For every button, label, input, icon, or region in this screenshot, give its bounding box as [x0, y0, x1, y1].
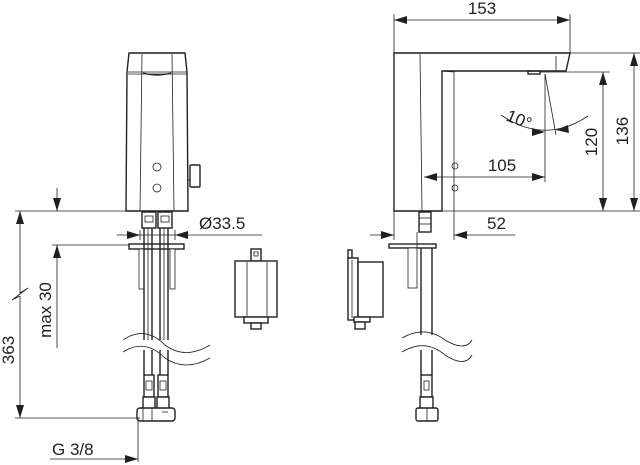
dimension-total-height-side: 136 — [442, 52, 640, 212]
total-height-label: 363 — [0, 336, 18, 364]
reach-label: 105 — [488, 156, 516, 175]
sensor-dot-icon — [152, 183, 162, 193]
max-thickness-label: max 30 — [36, 282, 55, 338]
side-view-tap — [388, 52, 571, 422]
dimension-diameter: Ø33.5 — [117, 214, 262, 240]
outlet-height-label: 120 — [582, 128, 601, 156]
dimension-thread: G 3/8 — [50, 418, 139, 463]
sensor-dot-icon — [152, 162, 162, 172]
angle-label: 10° — [504, 106, 535, 133]
dimension-max-thickness: max 30 — [36, 188, 129, 348]
connection-nut — [136, 407, 176, 422]
width-label: 153 — [468, 0, 496, 18]
front-view-tap — [122, 52, 211, 422]
side-knob — [189, 164, 201, 188]
offset-label: 52 — [487, 214, 506, 233]
total-height-side-label: 136 — [613, 117, 632, 145]
thread-label: G 3/8 — [52, 440, 94, 459]
diameter-label: Ø33.5 — [199, 214, 245, 233]
dimension-total-height: 363 — [0, 210, 140, 419]
control-box-front — [234, 248, 278, 330]
dimension-outlet-height: 120 — [540, 71, 610, 211]
control-box-side — [347, 249, 384, 330]
dimension-reach: 105 — [424, 74, 546, 182]
dimension-angle: 10° — [500, 73, 589, 136]
dimension-offset: 52 — [370, 211, 515, 240]
dimension-width: 153 — [393, 0, 571, 53]
